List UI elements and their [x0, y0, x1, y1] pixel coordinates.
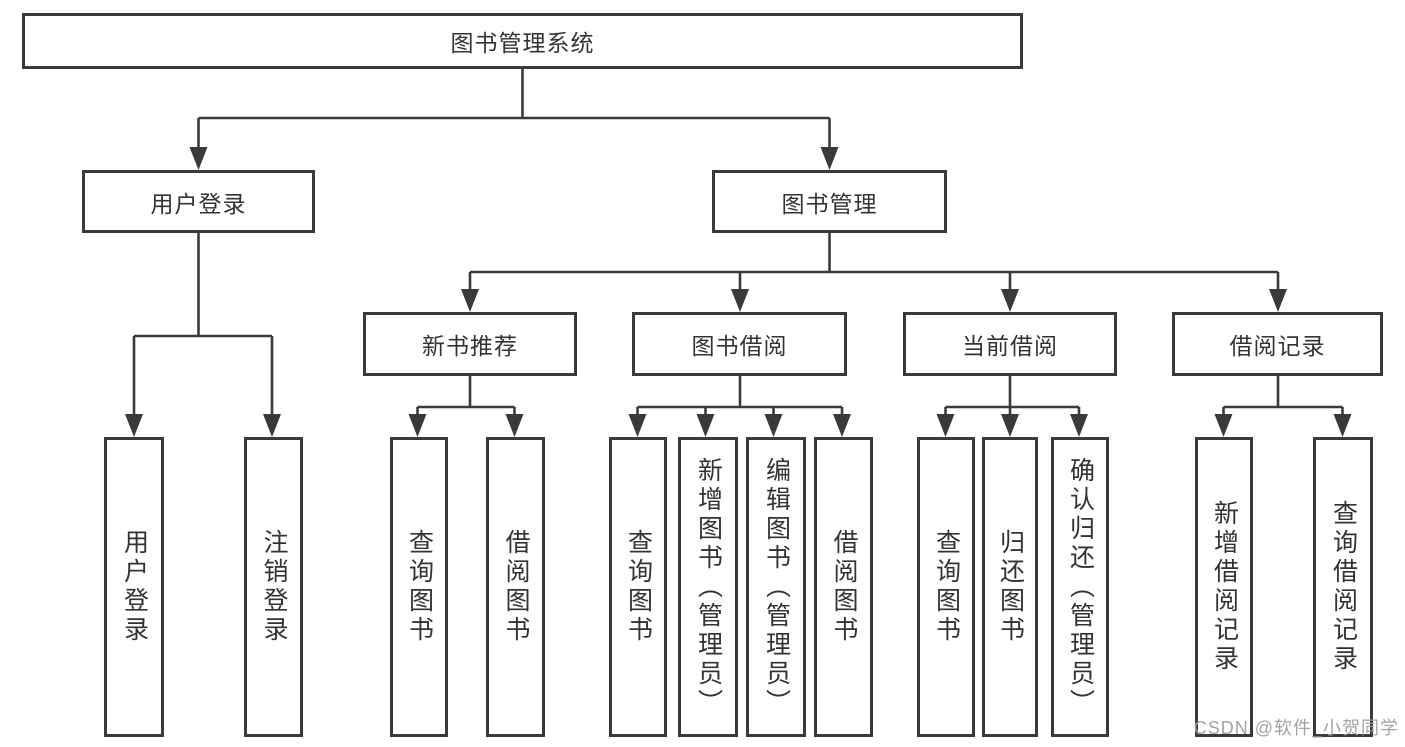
node-book-management: 图书管理 [712, 170, 947, 233]
node-current-borrowing: 当前借阅 [903, 312, 1117, 376]
node-leaf-logout: 注销登录 [244, 437, 303, 737]
node-leaf-query-books-3: 查询图书 [917, 437, 975, 737]
node-leaf-borrow-books-1: 借阅图书 [486, 437, 545, 737]
node-label: 新增借阅记录 [1210, 500, 1239, 674]
arrowhead [408, 414, 427, 437]
node-label: 借阅图书 [502, 529, 530, 645]
arrowhead [1333, 414, 1352, 437]
arrowhead [820, 147, 839, 170]
arrowhead [461, 289, 479, 312]
node-label: 新增图书（管理员） [694, 456, 723, 718]
arrowhead [833, 414, 851, 437]
arrowhead [936, 414, 955, 437]
node-leaf-add-borrow-record: 新增借阅记录 [1195, 437, 1253, 737]
node-borrowing-records: 借阅记录 [1172, 312, 1383, 376]
node-user-login: 用户登录 [82, 170, 315, 233]
arrowhead [628, 414, 647, 437]
node-label: 查询图书 [932, 529, 961, 645]
node-label: 确认归还（管理员） [1066, 456, 1095, 718]
arrowhead [1001, 289, 1019, 312]
arrowhead [263, 414, 281, 437]
node-leaf-query-borrow-record: 查询借阅记录 [1313, 437, 1373, 737]
node-label: 查询图书 [624, 529, 653, 645]
node-leaf-borrow-books-2: 借阅图书 [814, 437, 873, 737]
node-label: 借阅图书 [830, 529, 858, 645]
node-book-borrowing: 图书借阅 [632, 312, 847, 376]
node-leaf-user-login: 用户登录 [104, 437, 164, 737]
arrowhead [1269, 289, 1287, 312]
arrowhead [764, 414, 783, 437]
node-leaf-query-books-2: 查询图书 [609, 437, 667, 737]
watermark: CSDN @软件_小贺同学 [1193, 718, 1399, 738]
arrowhead [731, 289, 749, 312]
node-label: 编辑图书（管理员） [762, 456, 791, 718]
node-leaf-add-books-admin: 新增图书（管理员） [678, 437, 738, 737]
arrowhead [1001, 414, 1019, 437]
node-leaf-query-books-1: 查询图书 [390, 437, 448, 737]
arrowhead [1214, 414, 1233, 437]
arrowhead [189, 147, 208, 170]
node-label: 查询图书 [405, 529, 434, 645]
node-label: 查询借阅记录 [1329, 500, 1358, 674]
node-new-book-recommend: 新书推荐 [363, 312, 577, 376]
node-leaf-confirm-return-admin: 确认归还（管理员） [1051, 437, 1109, 737]
node-label: 注销登录 [260, 529, 288, 645]
arrowhead [125, 414, 143, 437]
arrowhead [1070, 414, 1088, 437]
node-library-management-system: 图书管理系统 [22, 13, 1023, 69]
arrowhead [505, 414, 524, 437]
node-label: 用户登录 [120, 529, 149, 645]
node-leaf-return-books: 归还图书 [982, 437, 1038, 737]
arrowhead [696, 414, 715, 437]
node-label: 归还图书 [996, 529, 1025, 645]
node-leaf-edit-books-admin: 编辑图书（管理员） [746, 437, 806, 737]
